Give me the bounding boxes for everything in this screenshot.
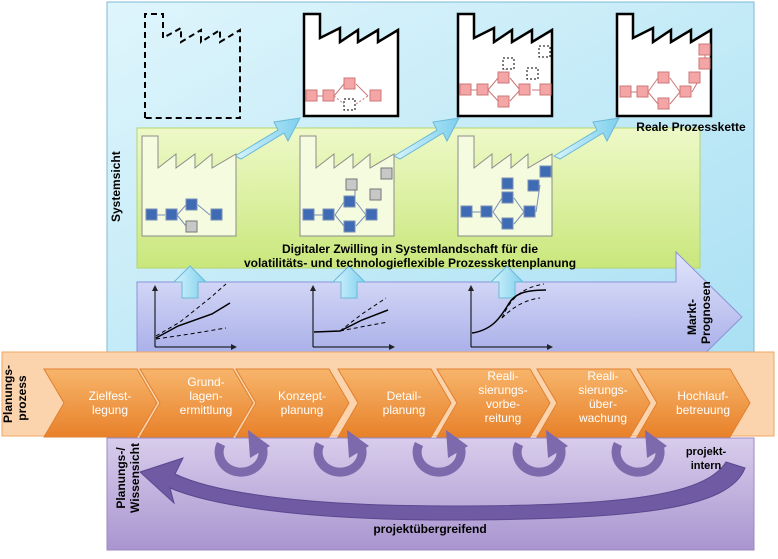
step-grundlagenermittlung: Grund- lagen- ermittlung: [179, 375, 233, 417]
real-process-chain-3: [619, 43, 711, 110]
step-konzeptplanung: Konzept- planung: [277, 389, 327, 417]
digital-twin-band: [136, 127, 701, 269]
step-realisierungsvorbereitung: Reali- sierungs- vorbe- reitung: [478, 369, 528, 425]
cycle-arrowheads: [248, 430, 667, 458]
real-process-chain-label: Reale Prozesskette: [636, 120, 746, 134]
factory-empty-outline: [144, 13, 241, 119]
twin-process-chain-1: [145, 198, 223, 233]
digital-twin-line1: Digitaler Zwilling in Systemlandschaft f…: [281, 242, 539, 256]
planning-process-label: Planungs- prozess: [1, 364, 29, 423]
twin-process-chain-3: [460, 165, 552, 230]
step-zielfestlegung: Zielfest- legung: [88, 389, 132, 417]
project-internal-label: projekt- intern: [685, 446, 727, 472]
step-hochlaufbetreuung: Hochlauf- betreuung: [675, 389, 731, 417]
twin-process-chain-2: [302, 167, 393, 233]
system-view-label: Systemsicht: [109, 151, 123, 222]
cross-project-label: projektübergreifend: [373, 522, 487, 536]
project-internal-cycles: [214, 442, 665, 477]
market-forecast-label: Markt- Prognosen: [685, 281, 713, 344]
forecast-chart-1: [152, 283, 237, 350]
process-chevrons: [43, 368, 751, 438]
knowledge-view-label: Planungs-/ Wissensicht: [114, 443, 142, 513]
cross-project-arrow: [139, 457, 746, 521]
step-realisierungsueberwachung: Reali- sierungs- über- wachung: [578, 369, 628, 425]
step-detailplanung: Detail- planung: [382, 389, 426, 417]
forecast-chart-2: [310, 285, 395, 350]
transition-arrows: [233, 117, 620, 160]
forecast-chart-3: [468, 283, 553, 350]
real-process-chain-1: [305, 77, 382, 111]
forecast-up-arrows: [172, 265, 525, 299]
real-process-chain-2: [459, 45, 552, 108]
digital-twin-line2: volatilitäts- und technologieflexible Pr…: [243, 256, 577, 270]
